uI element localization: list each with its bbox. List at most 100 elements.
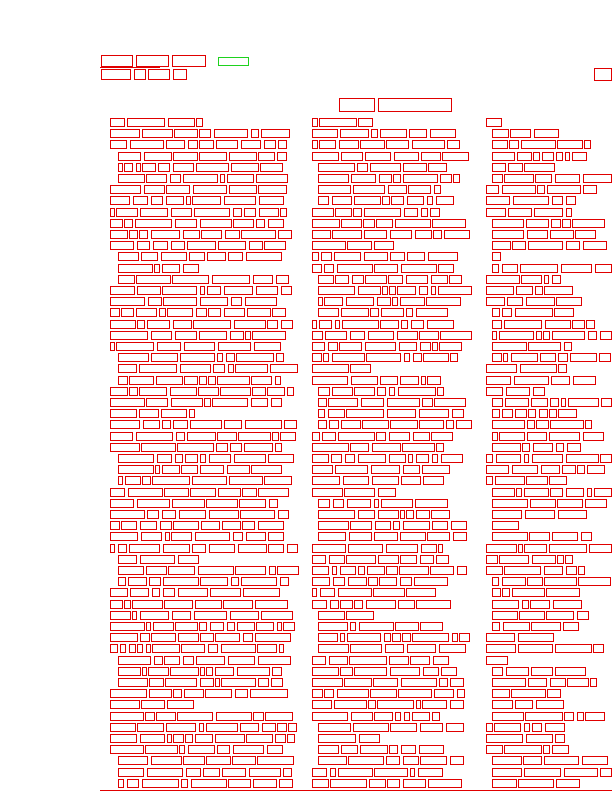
word-box — [432, 342, 438, 351]
word-box — [332, 230, 362, 239]
word-box — [222, 521, 241, 531]
word-box — [238, 543, 267, 553]
word-box — [180, 364, 211, 374]
word-box — [414, 577, 448, 587]
word-box — [350, 364, 371, 374]
word-box — [124, 218, 133, 228]
word-box — [173, 734, 184, 743]
word-box — [550, 487, 563, 497]
word-box — [143, 420, 160, 430]
word-box — [163, 588, 175, 598]
word-box — [438, 543, 443, 553]
word-box — [550, 398, 559, 407]
word-box — [116, 342, 154, 351]
word-box — [406, 308, 413, 318]
word-box — [402, 442, 435, 452]
word-box — [492, 230, 524, 239]
word-box — [140, 554, 175, 564]
word-box — [420, 756, 447, 766]
word-box — [200, 678, 214, 687]
word-box — [515, 700, 533, 710]
word-box — [162, 510, 176, 519]
word-box — [118, 174, 145, 183]
word-box — [256, 286, 278, 295]
word-box — [110, 711, 144, 721]
word-box — [557, 140, 583, 150]
word-box — [110, 521, 120, 531]
word-box — [335, 319, 340, 329]
word-box — [486, 566, 503, 575]
word-box — [423, 476, 444, 486]
word-box — [271, 678, 283, 687]
word-box — [328, 342, 338, 351]
word-box — [378, 554, 399, 564]
word-box — [365, 274, 387, 284]
word-box — [198, 386, 219, 396]
word-box — [520, 364, 557, 374]
word-box — [594, 487, 612, 497]
word-box — [439, 678, 448, 687]
header-rule — [100, 67, 160, 68]
word-box — [515, 308, 553, 318]
word-box — [528, 409, 536, 419]
word-box — [229, 151, 257, 161]
word-box — [110, 588, 128, 598]
word-box — [379, 577, 397, 587]
word-box — [124, 162, 133, 172]
word-box — [412, 711, 430, 721]
word-box — [251, 465, 282, 475]
word-box — [152, 476, 190, 486]
word-box — [492, 174, 503, 183]
word-box — [526, 476, 548, 486]
word-box — [492, 398, 503, 407]
word-box — [508, 162, 523, 172]
word-box — [205, 689, 232, 699]
word-box — [542, 151, 554, 161]
word-box — [524, 722, 530, 732]
word-box — [412, 140, 445, 150]
word-box — [395, 622, 419, 631]
word-box — [284, 420, 297, 430]
word-box — [233, 745, 264, 755]
word-box — [407, 644, 436, 654]
word-box — [338, 588, 372, 598]
word-box — [374, 532, 398, 542]
word-box — [318, 622, 348, 631]
word-box — [200, 218, 232, 228]
word-box — [351, 711, 373, 721]
word-box — [110, 745, 144, 755]
word-box — [420, 722, 443, 732]
word-box — [420, 622, 443, 631]
word-box — [118, 678, 148, 687]
word-box — [136, 431, 173, 441]
word-box — [172, 274, 209, 284]
word-box — [354, 386, 375, 396]
word-box — [577, 465, 585, 475]
word-box — [420, 554, 434, 564]
word-box — [318, 532, 346, 542]
word-box — [322, 431, 336, 441]
word-box — [578, 566, 585, 575]
word-box — [252, 386, 266, 396]
word-box — [522, 442, 530, 452]
word-box — [368, 330, 394, 340]
word-box — [260, 162, 283, 172]
word-box — [508, 207, 532, 217]
word-box — [392, 633, 401, 643]
word-box — [246, 734, 273, 743]
word-box — [312, 476, 340, 486]
word-box — [380, 319, 399, 329]
word-box — [224, 308, 245, 318]
word-box — [388, 185, 407, 195]
word-box — [278, 510, 289, 519]
word-box — [585, 420, 592, 430]
word-box — [118, 566, 144, 575]
word-box — [121, 521, 137, 531]
word-box — [543, 330, 550, 340]
word-box — [377, 297, 391, 307]
word-box — [401, 263, 437, 273]
word-box — [524, 543, 547, 553]
word-box — [288, 722, 297, 732]
word-box — [139, 364, 177, 374]
word-box — [325, 330, 347, 340]
